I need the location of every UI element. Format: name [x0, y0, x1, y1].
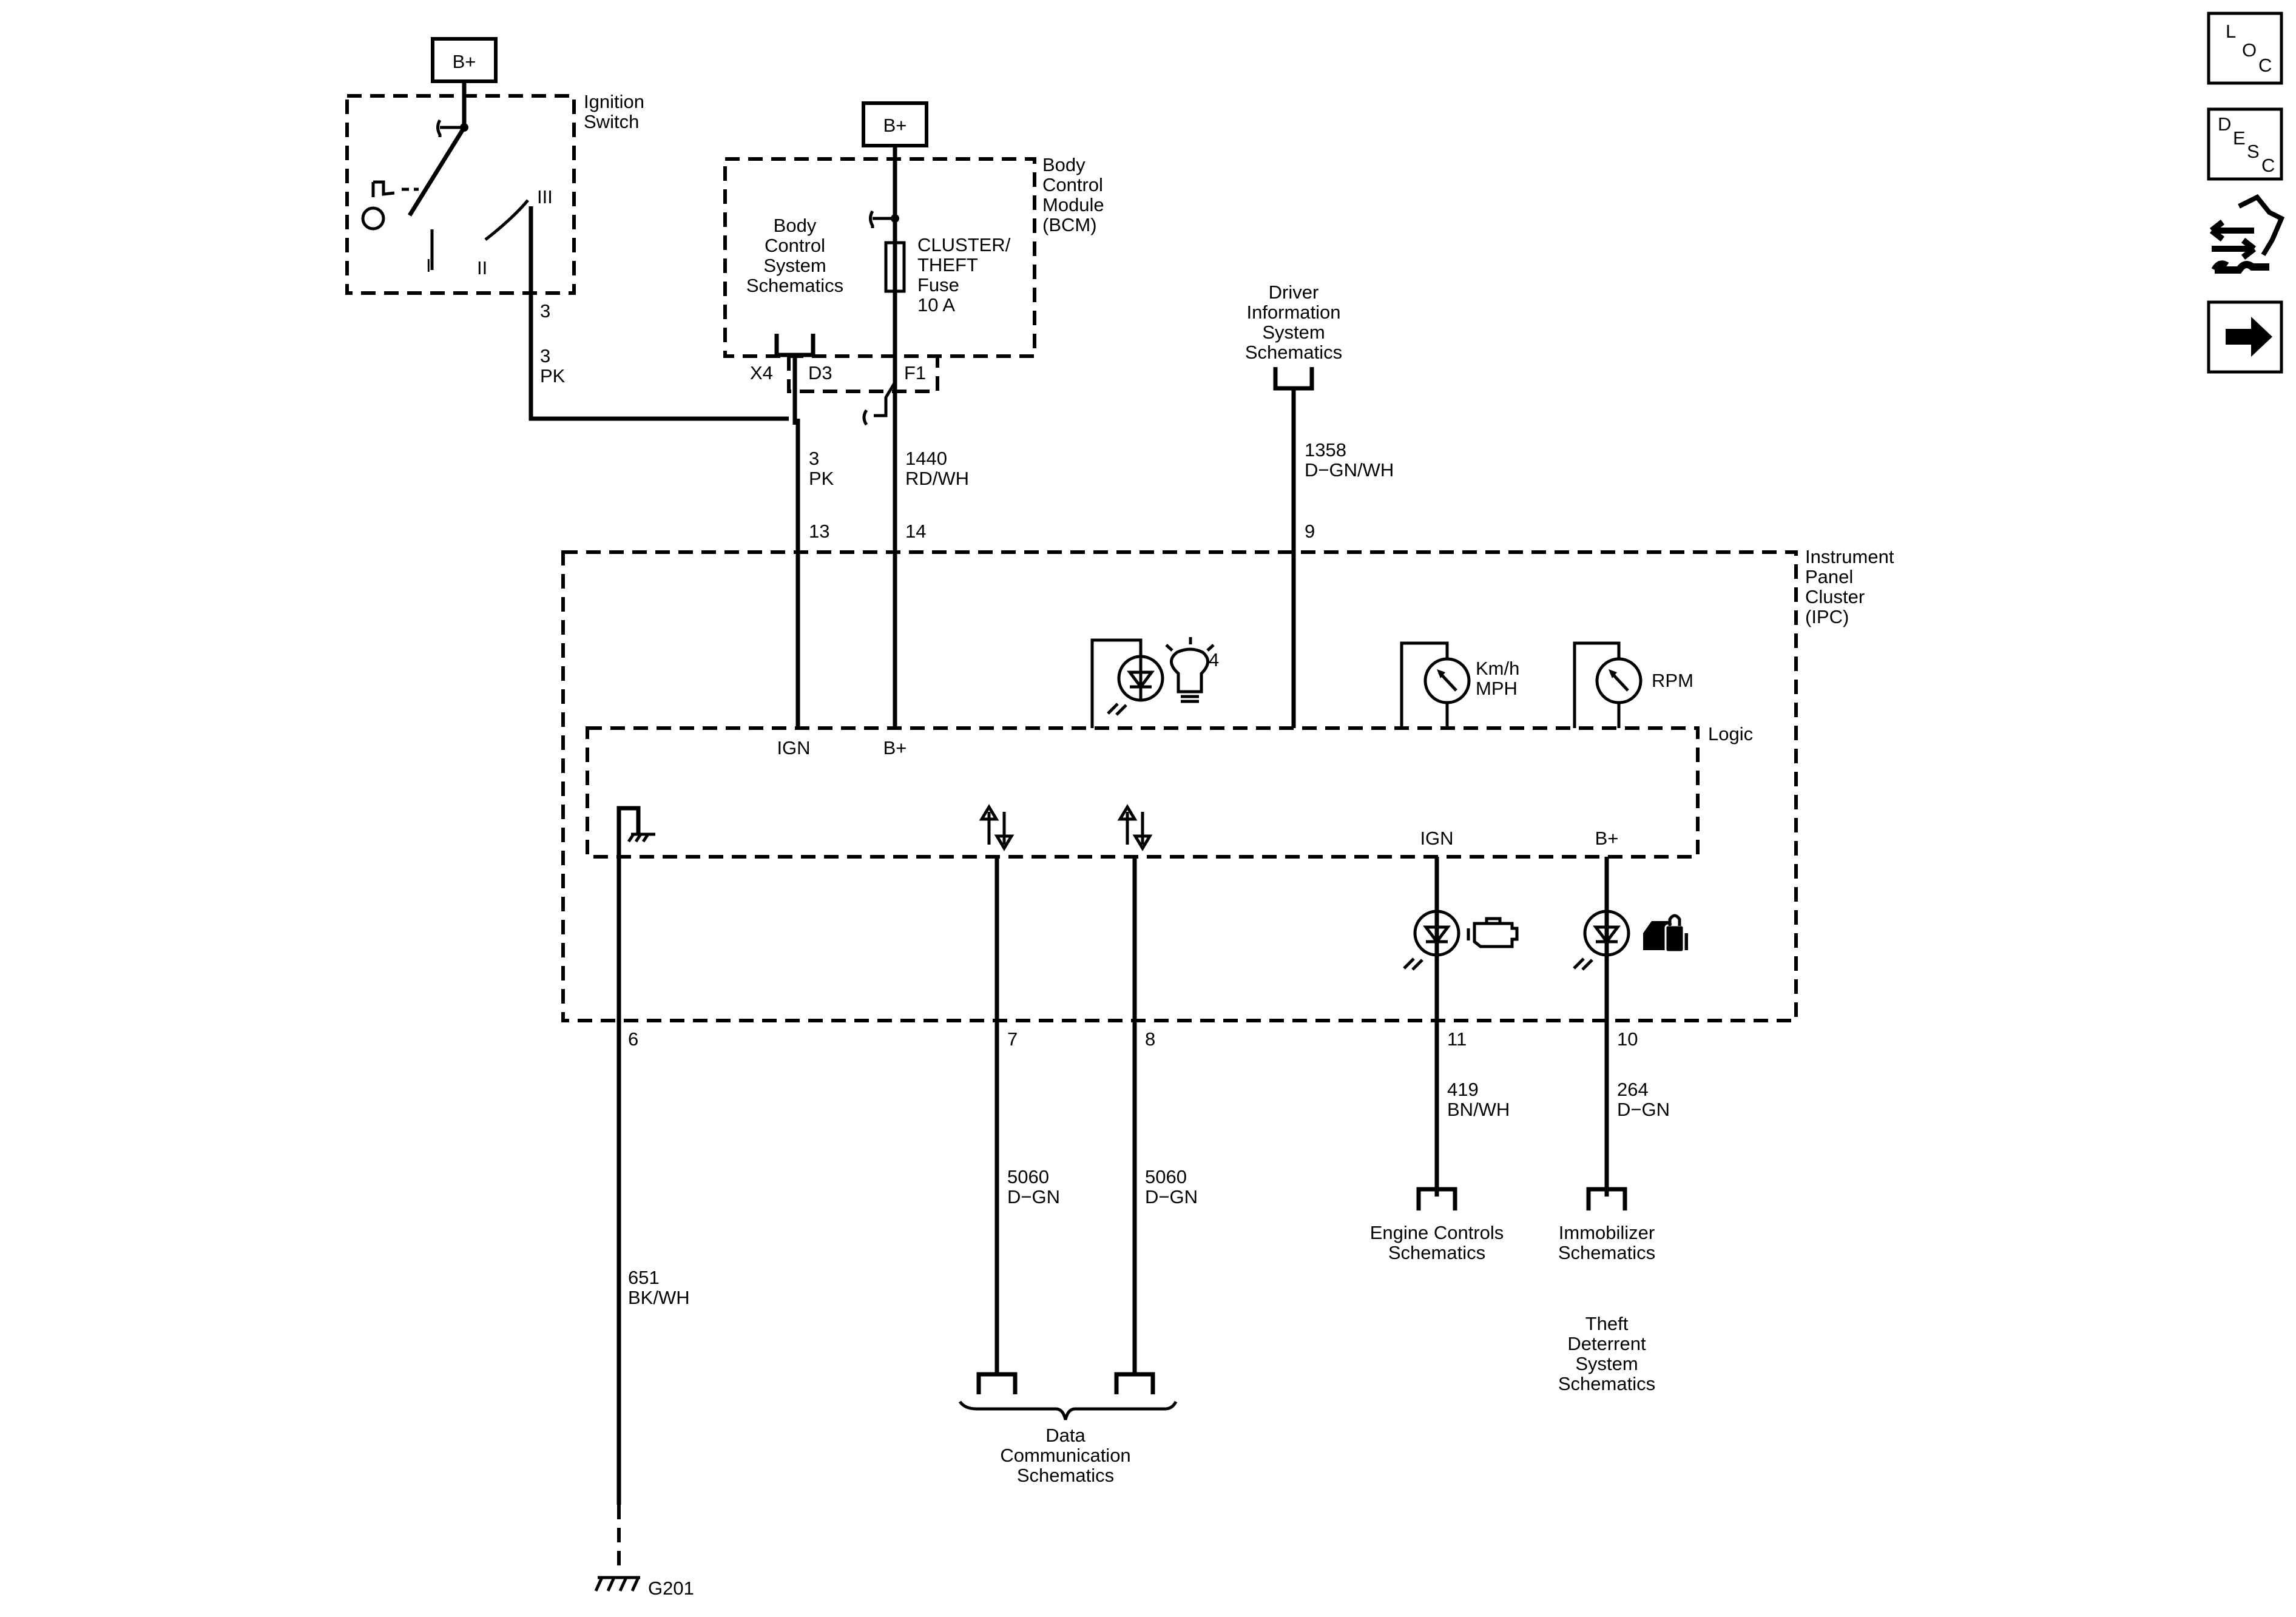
desc-letter-e: E — [2233, 127, 2246, 149]
engine-icon — [1467, 917, 1519, 948]
loc-letter-l: L — [2226, 21, 2236, 42]
data-bracket — [958, 1400, 1178, 1420]
connector-end-view-icon[interactable] — [2209, 194, 2285, 274]
loc-letter-c: C — [2258, 55, 2272, 76]
ground-pin: 6 — [628, 1028, 638, 1050]
ign-feed-pin: 13 — [809, 521, 829, 542]
car-lock-icon — [1643, 914, 1688, 953]
ignition-supply-label: B+ — [453, 51, 476, 72]
bcm-supply-label: B+ — [883, 115, 907, 136]
driver-info-pin: 9 — [1305, 521, 1315, 542]
logic-ground-symbol — [616, 806, 655, 857]
desc-letter-c: C — [2261, 155, 2275, 176]
desc-letter-d: D — [2218, 113, 2231, 135]
data-line-2-arrows-icon — [1117, 804, 1153, 851]
connector-f1: F1 — [904, 362, 926, 383]
loc-letter-o: O — [2242, 39, 2257, 61]
data-line-2-pin: 8 — [1145, 1028, 1155, 1050]
data-line-1-arrows-icon — [979, 804, 1015, 851]
bulb-count-label: 4 — [1209, 649, 1219, 670]
tachometer-gauge: RPM — [1573, 641, 1693, 728]
ipc-bplus-output-label: B+ — [1595, 828, 1619, 849]
key-cylinder-icon — [361, 206, 385, 231]
light-bulb-icon — [1165, 637, 1215, 703]
connector-x4: X4 — [750, 362, 773, 383]
engine-pin: 11 — [1447, 1028, 1467, 1050]
ground-point-label: G201 — [648, 1578, 694, 1599]
ignition-feed-wire — [528, 293, 789, 421]
tachometer-label: RPM — [1652, 670, 1693, 691]
ipc-ign-input-label: IGN — [777, 737, 810, 758]
ground-point-symbol — [594, 1576, 640, 1592]
location-button[interactable]: L O C — [2207, 12, 2283, 85]
description-button[interactable]: D E S C — [2207, 107, 2283, 181]
data-line-1-pin: 7 — [1007, 1028, 1018, 1050]
ipc-ign-output-label: IGN — [1420, 828, 1453, 849]
bulb-indicator: 4 — [1090, 637, 1219, 728]
connector-d3: D3 — [808, 362, 832, 383]
logic-label: Logic — [1708, 723, 1753, 744]
next-page-arrow-icon[interactable] — [2207, 300, 2283, 374]
switch-position-iii: III — [537, 186, 553, 208]
battery-feed-pin: 14 — [905, 521, 926, 542]
check-engine-indicator — [1403, 857, 1519, 1021]
switch-position-ii: II — [477, 257, 487, 279]
ipc-bplus-input-label: B+ — [883, 737, 907, 758]
immobilizer-indicator — [1573, 857, 1688, 1021]
immobilizer-pin: 10 — [1617, 1028, 1638, 1050]
desc-letter-s: S — [2247, 141, 2260, 162]
ignition-switch-pin: 3 — [540, 300, 550, 322]
switch-position-i: I — [426, 255, 431, 276]
